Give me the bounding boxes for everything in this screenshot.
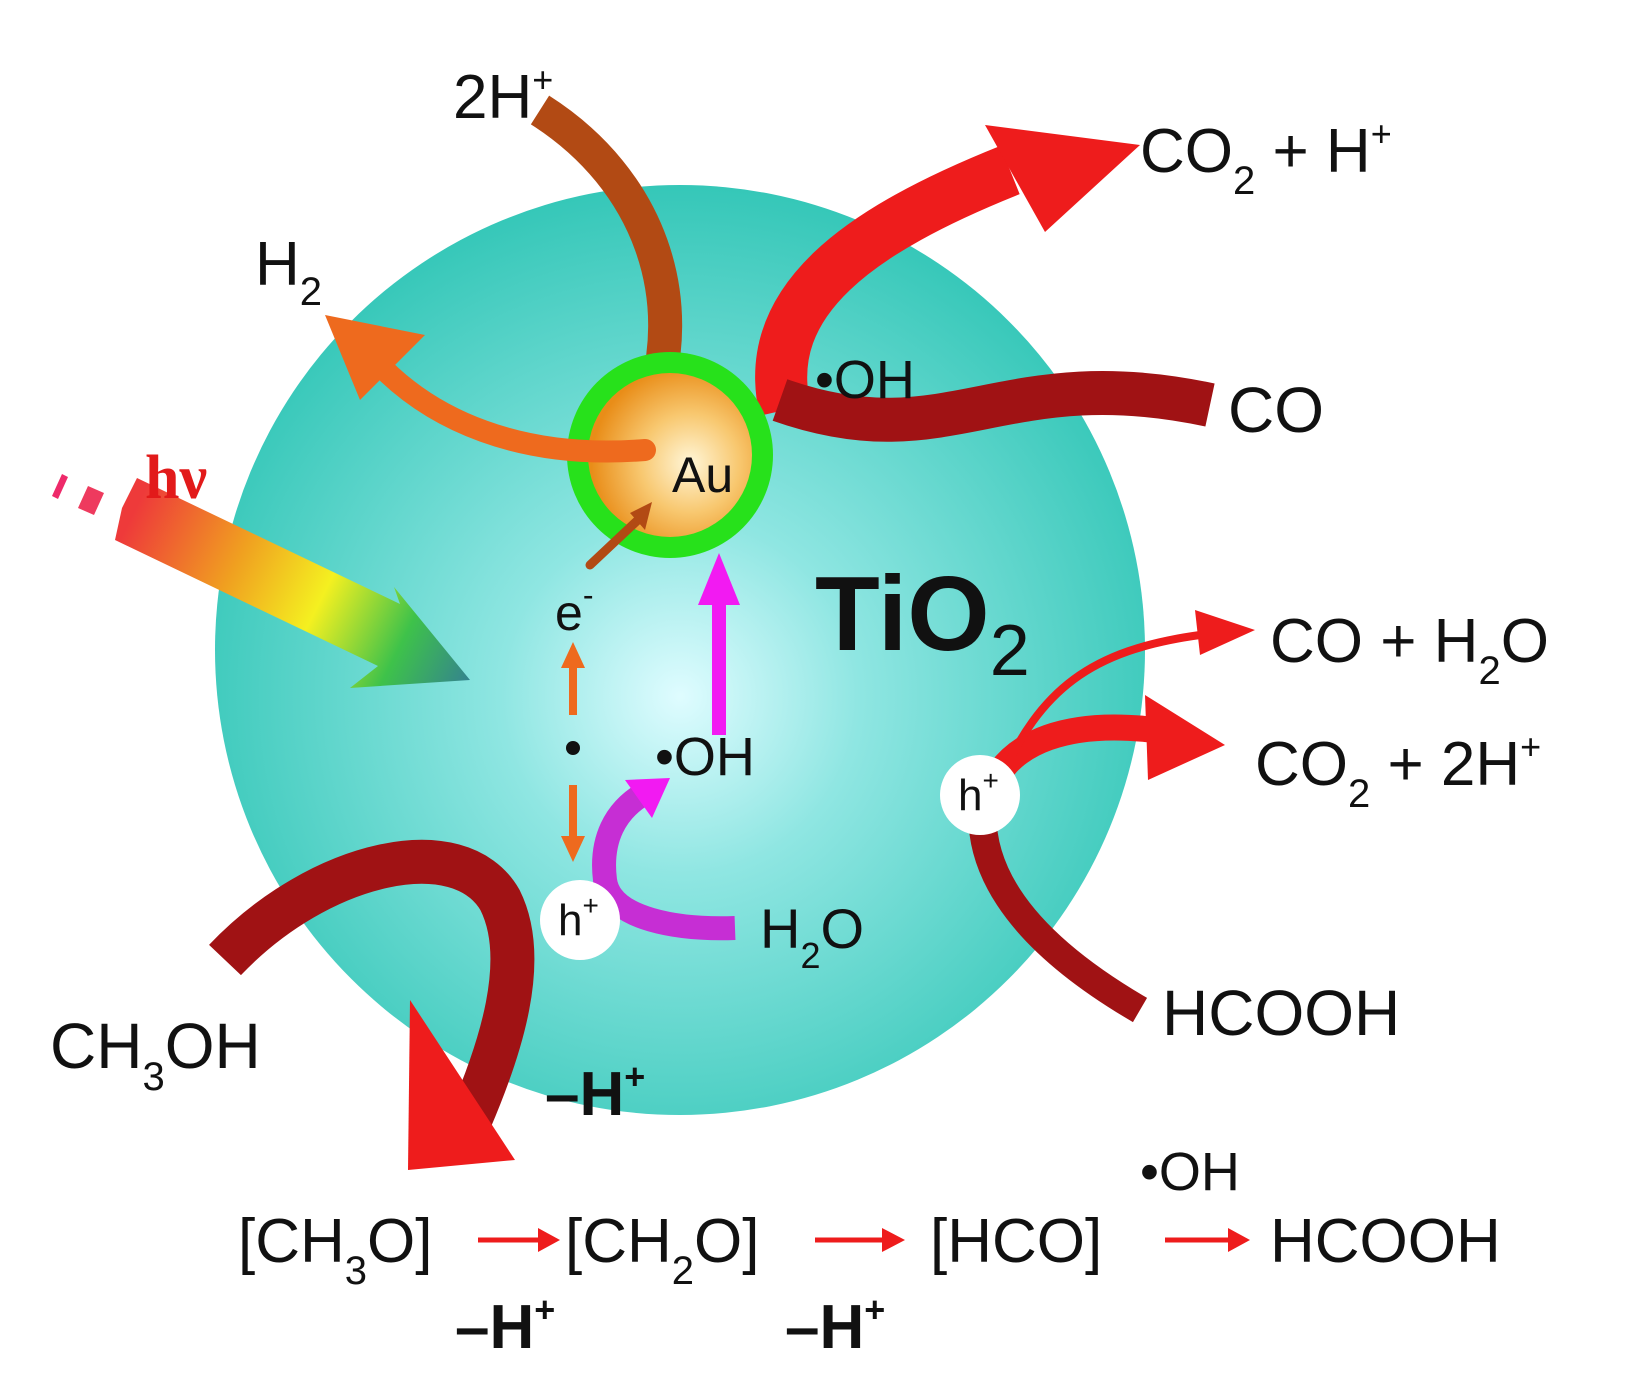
chain-minus-h-2: –H+ [785,1289,885,1362]
chain-hcooh: HCOOH [1270,1207,1501,1276]
excitation-dot [566,741,580,755]
electron-to-au-arrow [585,502,652,570]
chain-minus-h-1: –H+ [455,1289,555,1362]
hole-site-left [540,880,620,960]
label-au: Au [672,447,733,503]
light-beam-arrow [52,474,470,688]
label-ch3oh: CH3OH [50,1010,261,1099]
chain-hco: [HCO] [930,1207,1102,1276]
chain-ch2o: [CH2O] [565,1207,759,1293]
co-oxidation-arrow [755,125,1140,416]
label-h2o: H2O [760,897,864,976]
chain-ch3o: [CH3O] [238,1207,432,1293]
hydrogen-release-arrow [325,315,656,463]
charge-separation-arrows [561,642,585,862]
label-hcooh-right: HCOOH [1162,977,1400,1049]
gold-nanoparticle [588,373,752,537]
co-inflow-arrow [772,371,1215,442]
label-co-h2o: CO + H2O [1270,607,1549,693]
label-electron: e- [555,577,593,641]
label-co2-2h: CO2 + 2H+ [1255,726,1541,816]
label-oh-mid: •OH [655,727,755,787]
methanol-oxidation-arrow [209,839,535,1170]
label-hv: hν [145,444,207,512]
label-hole-left: h+ [558,890,599,945]
hole-site-right [940,755,1020,835]
label-co: CO [1228,374,1324,446]
label-h2: H2 [255,230,322,314]
label-tio2: TiO2 [815,555,1030,691]
water-oxidation-arrow [592,778,736,941]
label-co2-h: CO2 + H+ [1140,113,1392,203]
reaction-chain-arrows [478,1228,1250,1252]
oh-to-au-arrow [698,553,740,735]
chain-oh-label: •OH [1140,1142,1240,1202]
label-2h-plus: 2H+ [453,59,553,132]
label-hole-right: h+ [958,765,999,820]
label-minus-h-mid: –H+ [545,1056,645,1129]
label-oh-top: •OH [815,350,915,410]
